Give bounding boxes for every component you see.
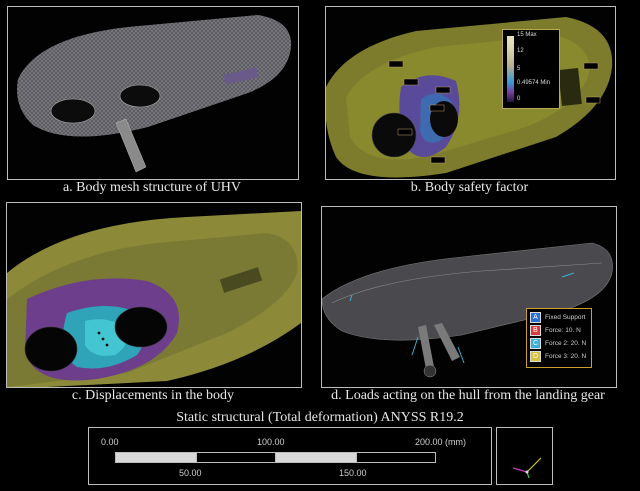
caption-c: c. Displacements in the body [71, 388, 235, 403]
scale-label-50: 50.00 [179, 468, 202, 478]
legend-label-c: Force 2: 20. N [545, 340, 587, 347]
panel-safety-factor: 15 Max 12 5 0.49574 Min 0 [325, 6, 616, 180]
loads-legend: A Fixed Support B Force: 10. N C Force 2… [526, 308, 592, 368]
scale-label-150: 150.00 [339, 468, 367, 478]
panel-loads: A Fixed Support B Force: 10. N C Force 2… [321, 206, 617, 388]
scale-label-0: 0.00 [101, 437, 119, 447]
legend-row-c: C Force 2: 20. N [530, 338, 586, 349]
scale-segment-4 [356, 452, 436, 463]
legend-key-c: C [530, 338, 541, 349]
legend-5: 5 [517, 66, 521, 72]
legend-0: 0 [517, 96, 521, 102]
scale-segment-1 [115, 452, 197, 463]
axis-triad-box [496, 427, 553, 485]
safety-factor-hull-image [326, 17, 613, 178]
legend-max: 15 Max [517, 32, 537, 38]
safety-factor-legend: 15 Max 12 5 0.49574 Min 0 [502, 29, 560, 109]
legend-label-b: Force: 10. N [545, 327, 581, 334]
legend-key-d: D [530, 351, 541, 362]
legend-label-a: Fixed Support [545, 314, 586, 321]
panel-displacements [6, 202, 302, 388]
legend-min: 0.49574 Min [517, 80, 551, 86]
legend-key-b: B [530, 325, 541, 336]
legend-label-d: Force 3: 20. N [545, 353, 587, 360]
caption-d: d. Loads acting on the hull from the lan… [331, 388, 605, 403]
mesh-hull-image [17, 15, 292, 173]
legend-row-b: B Force: 10. N [530, 325, 581, 336]
scale-segment-2 [196, 452, 276, 463]
legend-row-d: D Force 3: 20. N [530, 351, 586, 362]
scale-bar-box: 0.00 100.00 200.00 (mm) 50.00 150.00 [88, 427, 492, 485]
caption-a: a. Body mesh structure of UHV [62, 180, 242, 195]
legend-key-a: A [530, 312, 541, 323]
scale-label-200: 200.00 (mm) [415, 437, 467, 447]
scale-segment-3 [275, 452, 357, 463]
caption-b: b. Body safety factor [410, 180, 529, 195]
scale-title: Static structural (Total deformation) AN… [176, 410, 464, 425]
scale-label-100: 100.00 [257, 437, 285, 447]
axis-triad-icon [512, 457, 542, 479]
displacement-hull-image [7, 211, 301, 387]
panel-mesh [7, 6, 299, 180]
legend-colorbar [507, 36, 514, 102]
legend-row-a: A Fixed Support [530, 312, 585, 323]
legend-12: 12 [517, 48, 524, 54]
